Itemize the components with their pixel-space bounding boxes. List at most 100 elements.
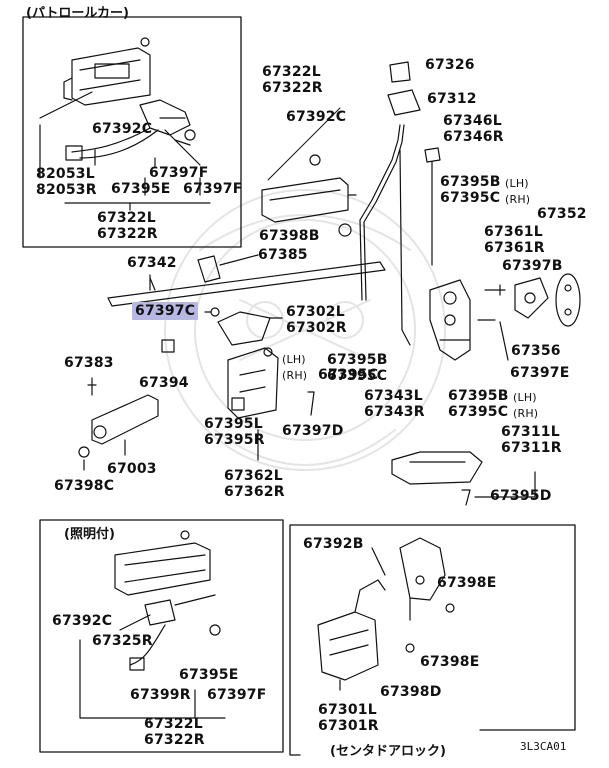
label-67398B: 67398B [259, 228, 320, 244]
illuminated-leaders [79, 614, 226, 724]
part-67312 [387, 89, 421, 116]
cup-67311 [391, 451, 483, 485]
screw-67397C [204, 307, 220, 317]
label-67395B-c1: 67395B [440, 174, 501, 190]
label-lhrh-d: (LH) (RH) [513, 390, 538, 422]
label-82053-R: 82053R [36, 182, 97, 198]
label-67322R-a: 67322R [97, 226, 158, 242]
footer-code: 3L3CA01 [520, 740, 567, 753]
label-67395C-c2: 67395C [440, 190, 501, 206]
label-67326: 67326 [425, 57, 475, 73]
label-67301L: 67301L [318, 702, 377, 718]
patrol-car-box [22, 16, 242, 248]
box-title-illuminated: (照明付) [64, 527, 115, 542]
label-82053: 82053L 82053R [36, 166, 97, 198]
label-67397F-a: 67397F [149, 165, 209, 181]
label-lh-d: (LH) [513, 391, 537, 404]
label-67395E-a: 67395E [111, 181, 171, 197]
label-67395-a: 67395L 67395R [204, 416, 265, 448]
label-67361L: 67361L [484, 224, 543, 240]
label-67399R: 67399R [130, 687, 191, 703]
part-67362 [227, 347, 279, 461]
illuminated-handle-drawing [114, 530, 221, 671]
label-67395B-d1: 67395B [448, 388, 509, 404]
label-lh-c: (LH) [505, 177, 529, 190]
clip-67398B [338, 223, 352, 237]
label-rh-a: (RH) [282, 369, 308, 382]
label-67395C-a: 67395C [318, 367, 379, 383]
label-67322L-a: 67322L [97, 210, 156, 226]
part-67394 [161, 339, 175, 353]
label-67395B-d: 67395B 67395C [448, 388, 509, 420]
grommet-67392C [309, 154, 321, 166]
label-67397E: 67397E [510, 365, 570, 381]
label-67301: 67301L 67301R [318, 702, 379, 734]
screw-67398D [405, 643, 415, 653]
label-67361R: 67361R [484, 240, 545, 256]
label-67302L: 67302L [286, 304, 345, 320]
rod-67346 [359, 124, 405, 301]
bracket-67398 [399, 537, 446, 621]
rod-67343 [399, 149, 411, 346]
label-67362R: 67362R [224, 484, 285, 500]
lock-67361 [424, 147, 471, 361]
label-67322L-b: 67322L [262, 64, 321, 80]
screw-67398E [445, 603, 455, 613]
label-67397C-highlight: 67397C [132, 302, 199, 320]
label-67322L-c: 67322L [144, 716, 203, 732]
label-67356: 67356 [511, 343, 561, 359]
label-67311: 67311L 67311R [501, 424, 562, 456]
plate-67352 [555, 273, 581, 327]
actuator-67301 [317, 579, 386, 691]
label-67325R: 67325R [92, 633, 153, 649]
bracket-67302 [217, 311, 271, 346]
label-82053-L: 82053L [36, 166, 95, 182]
label-67385: 67385 [258, 247, 308, 263]
label-67361: 67361L 67361R [484, 224, 545, 256]
checker-67003 [78, 394, 159, 458]
label-67395E-b: 67395E [179, 667, 239, 683]
label-67398E-a: 67398E [437, 575, 497, 591]
label-67346: 67346L 67346R [443, 113, 504, 145]
label-67346L: 67346L [443, 113, 502, 129]
patrol-leaders [39, 91, 211, 211]
label-67322R-c: 67322R [144, 732, 205, 748]
label-67397F-b: 67397F [183, 181, 243, 197]
label-67302R: 67302R [286, 320, 347, 336]
label-67397F-c: 67397F [207, 687, 267, 703]
label-67395R-a: 67395R [204, 432, 265, 448]
part-67326 [389, 61, 411, 83]
label-lhrh-c: (LH) (RH) [505, 176, 530, 208]
label-67343L: 67343L [364, 388, 423, 404]
patrol-handle-drawing [63, 37, 196, 161]
handle-67322-mid [261, 107, 357, 223]
screw-67397B [484, 284, 506, 296]
striker-67356 [514, 277, 549, 319]
label-lhrh-a: (LH) (RH) [282, 352, 307, 384]
label-67395B-b1: 67395B [327, 352, 388, 368]
label-67343: 67343L 67343R [364, 388, 425, 420]
part-67383 [87, 377, 97, 396]
label-67362: 67362L 67362R [224, 468, 285, 500]
clip-67395 [231, 397, 245, 411]
screw-67397D [307, 391, 315, 416]
label-67392C-top: 67392C [92, 121, 153, 137]
label-67322R-b: 67322R [262, 80, 323, 96]
rod-67342 [107, 261, 386, 307]
label-67003: 67003 [107, 461, 157, 477]
label-rh-c: (RH) [505, 193, 531, 206]
label-67392C-bot: 67392C [52, 613, 113, 629]
label-67301R: 67301R [318, 718, 379, 734]
highlight-67397C: 67397C [132, 302, 199, 320]
label-67322-c: 67322L 67322R [144, 716, 205, 748]
label-67352: 67352 [537, 206, 587, 222]
screw-67395D [461, 489, 471, 506]
label-67342: 67342 [127, 255, 177, 271]
label-67395L-a: 67395L [204, 416, 263, 432]
label-67395D: 67395D [490, 488, 552, 504]
label-67311R: 67311R [501, 440, 562, 456]
watermark-emblem [164, 189, 446, 471]
label-67312: 67312 [427, 91, 477, 107]
box-title-central-door-lock: (センタドアロック) [330, 744, 446, 759]
